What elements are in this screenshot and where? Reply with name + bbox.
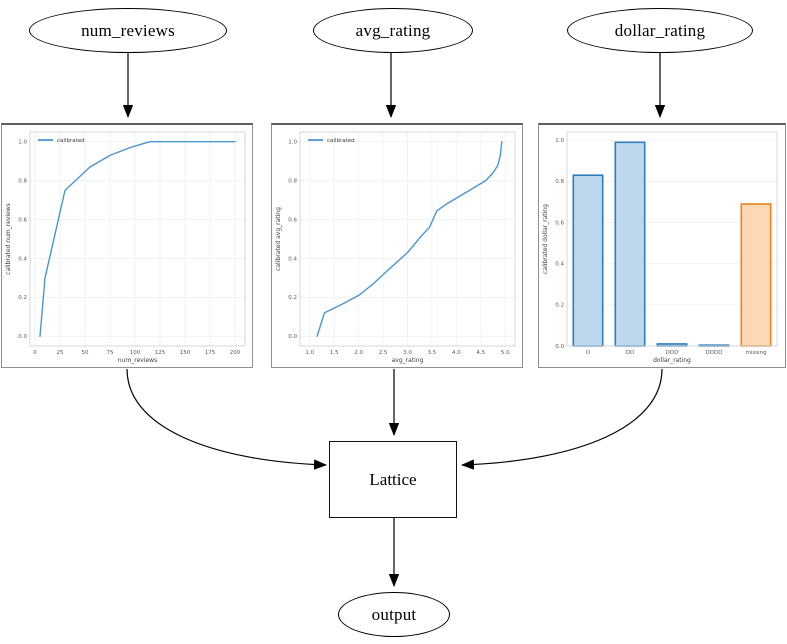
y-tick-label: 0.4 — [288, 256, 297, 262]
y-axis-label: calibrated num_reviews — [5, 203, 12, 274]
y-axis-label: calibrated dollar_rating — [542, 204, 549, 274]
node-lattice: Lattice — [329, 441, 457, 518]
x-tick-label: 100 — [130, 350, 141, 356]
y-tick-label: 0.2 — [18, 295, 27, 301]
calibration-line-chart-num-reviews: 0.0 0.2 0.4 0.6 0.8 1.0 0 25 50 75 100 125 150 175 200… — [2, 125, 252, 366]
legend-label: calibrated — [57, 138, 85, 144]
bar-missing — [740, 203, 772, 347]
y-tick-label: 0.4 — [18, 256, 27, 262]
y-tick-label: 0.2 — [555, 303, 564, 309]
x-tick-label: 1.0 — [305, 350, 314, 356]
calibration-line — [39, 141, 236, 337]
edge-calibrator3-to-lattice — [460, 368, 663, 470]
x-tick-label: 0 — [33, 350, 37, 356]
x-tick-label: 5.0 — [501, 350, 510, 356]
y-tick-label: 0.4 — [555, 261, 564, 267]
y-tick-label: 0.8 — [18, 178, 27, 184]
x-tick-label: DD — [626, 350, 634, 356]
x-tick-label: 25 — [57, 350, 64, 356]
x-tick-label: 2.0 — [354, 350, 363, 356]
node-avg-rating: avg_rating — [313, 8, 473, 53]
node-avg-rating-label: avg_rating — [355, 20, 431, 40]
y-tick-label: 1.0 — [555, 138, 564, 144]
y-tick-label: 0.0 — [288, 334, 297, 340]
node-dollar-rating-label: dollar_rating — [614, 20, 706, 40]
x-tick-label: 150 — [180, 350, 191, 356]
y-tick-label: 0.0 — [18, 334, 27, 340]
x-tick-label: 75 — [107, 350, 114, 356]
y-tick-label: 0.8 — [555, 179, 564, 185]
y-tick-label: 0.8 — [288, 178, 297, 184]
y-tick-label: 0.6 — [288, 217, 297, 223]
x-tick-label: 4.0 — [452, 350, 461, 356]
x-tick-label: 50 — [82, 350, 89, 356]
y-tick-label: 1.0 — [18, 140, 27, 146]
x-tick-label: 4.5 — [476, 350, 485, 356]
y-tick-label: 0.0 — [555, 344, 564, 350]
x-tick-label: 1.5 — [330, 350, 339, 356]
node-num-reviews: num_reviews — [29, 8, 227, 53]
x-axis-label: num_reviews — [118, 357, 157, 364]
x-tick-label: 200 — [230, 350, 241, 356]
edge-calibrator1-to-lattice — [126, 368, 328, 470]
x-tick-label: 3.0 — [403, 350, 412, 356]
figure-background — [272, 125, 522, 366]
calibration-line — [316, 141, 503, 337]
calibrator-plot-num-reviews: 0.0 0.2 0.4 0.6 0.8 1.0 0 25 50 75 100 125 150 175 200… — [1, 123, 253, 368]
legend-label: calibrated — [327, 138, 355, 144]
y-tick-label: 1.0 — [288, 140, 297, 146]
x-tick-label: 2.5 — [379, 350, 388, 356]
x-tick-label: 175 — [205, 350, 216, 356]
x-tick-label: DDD — [666, 350, 679, 356]
calibration-line-chart-avg-rating: 0.0 0.2 0.4 0.6 0.8 1.0 1.0 1.5 2.0 2.5 3.0 3.5 4.0 4… — [272, 125, 522, 366]
axes-frame — [29, 131, 246, 347]
figure-background — [2, 125, 252, 366]
x-axis-label: avg_rating — [392, 357, 424, 364]
x-tick-label: 125 — [155, 350, 166, 356]
axes-frame — [299, 131, 516, 347]
x-tick-label: DDDD — [706, 350, 723, 356]
node-lattice-label: Lattice — [369, 469, 417, 489]
axes-frame — [566, 131, 778, 347]
node-output: output — [338, 592, 450, 637]
node-dollar-rating: dollar_rating — [567, 8, 753, 53]
x-tick-label: D — [586, 350, 590, 356]
x-tick-label: missing — [745, 350, 766, 356]
node-num-reviews-label: num_reviews — [81, 20, 175, 40]
y-tick-label: 0.2 — [288, 295, 297, 301]
y-axis-label: calibrated avg_rating — [275, 207, 282, 271]
bar-D — [572, 174, 604, 347]
y-tick-label: 0.6 — [18, 217, 27, 223]
x-axis-label: dollar_rating — [653, 357, 691, 364]
node-output-label: output — [371, 604, 417, 624]
bar-DD — [614, 141, 646, 347]
y-tick-label: 0.6 — [555, 220, 564, 226]
x-tick-label: 3.5 — [428, 350, 437, 356]
calibrator-plot-avg-rating: 0.0 0.2 0.4 0.6 0.8 1.0 1.0 1.5 2.0 2.5 3.0 3.5 4.0 4… — [271, 123, 523, 368]
